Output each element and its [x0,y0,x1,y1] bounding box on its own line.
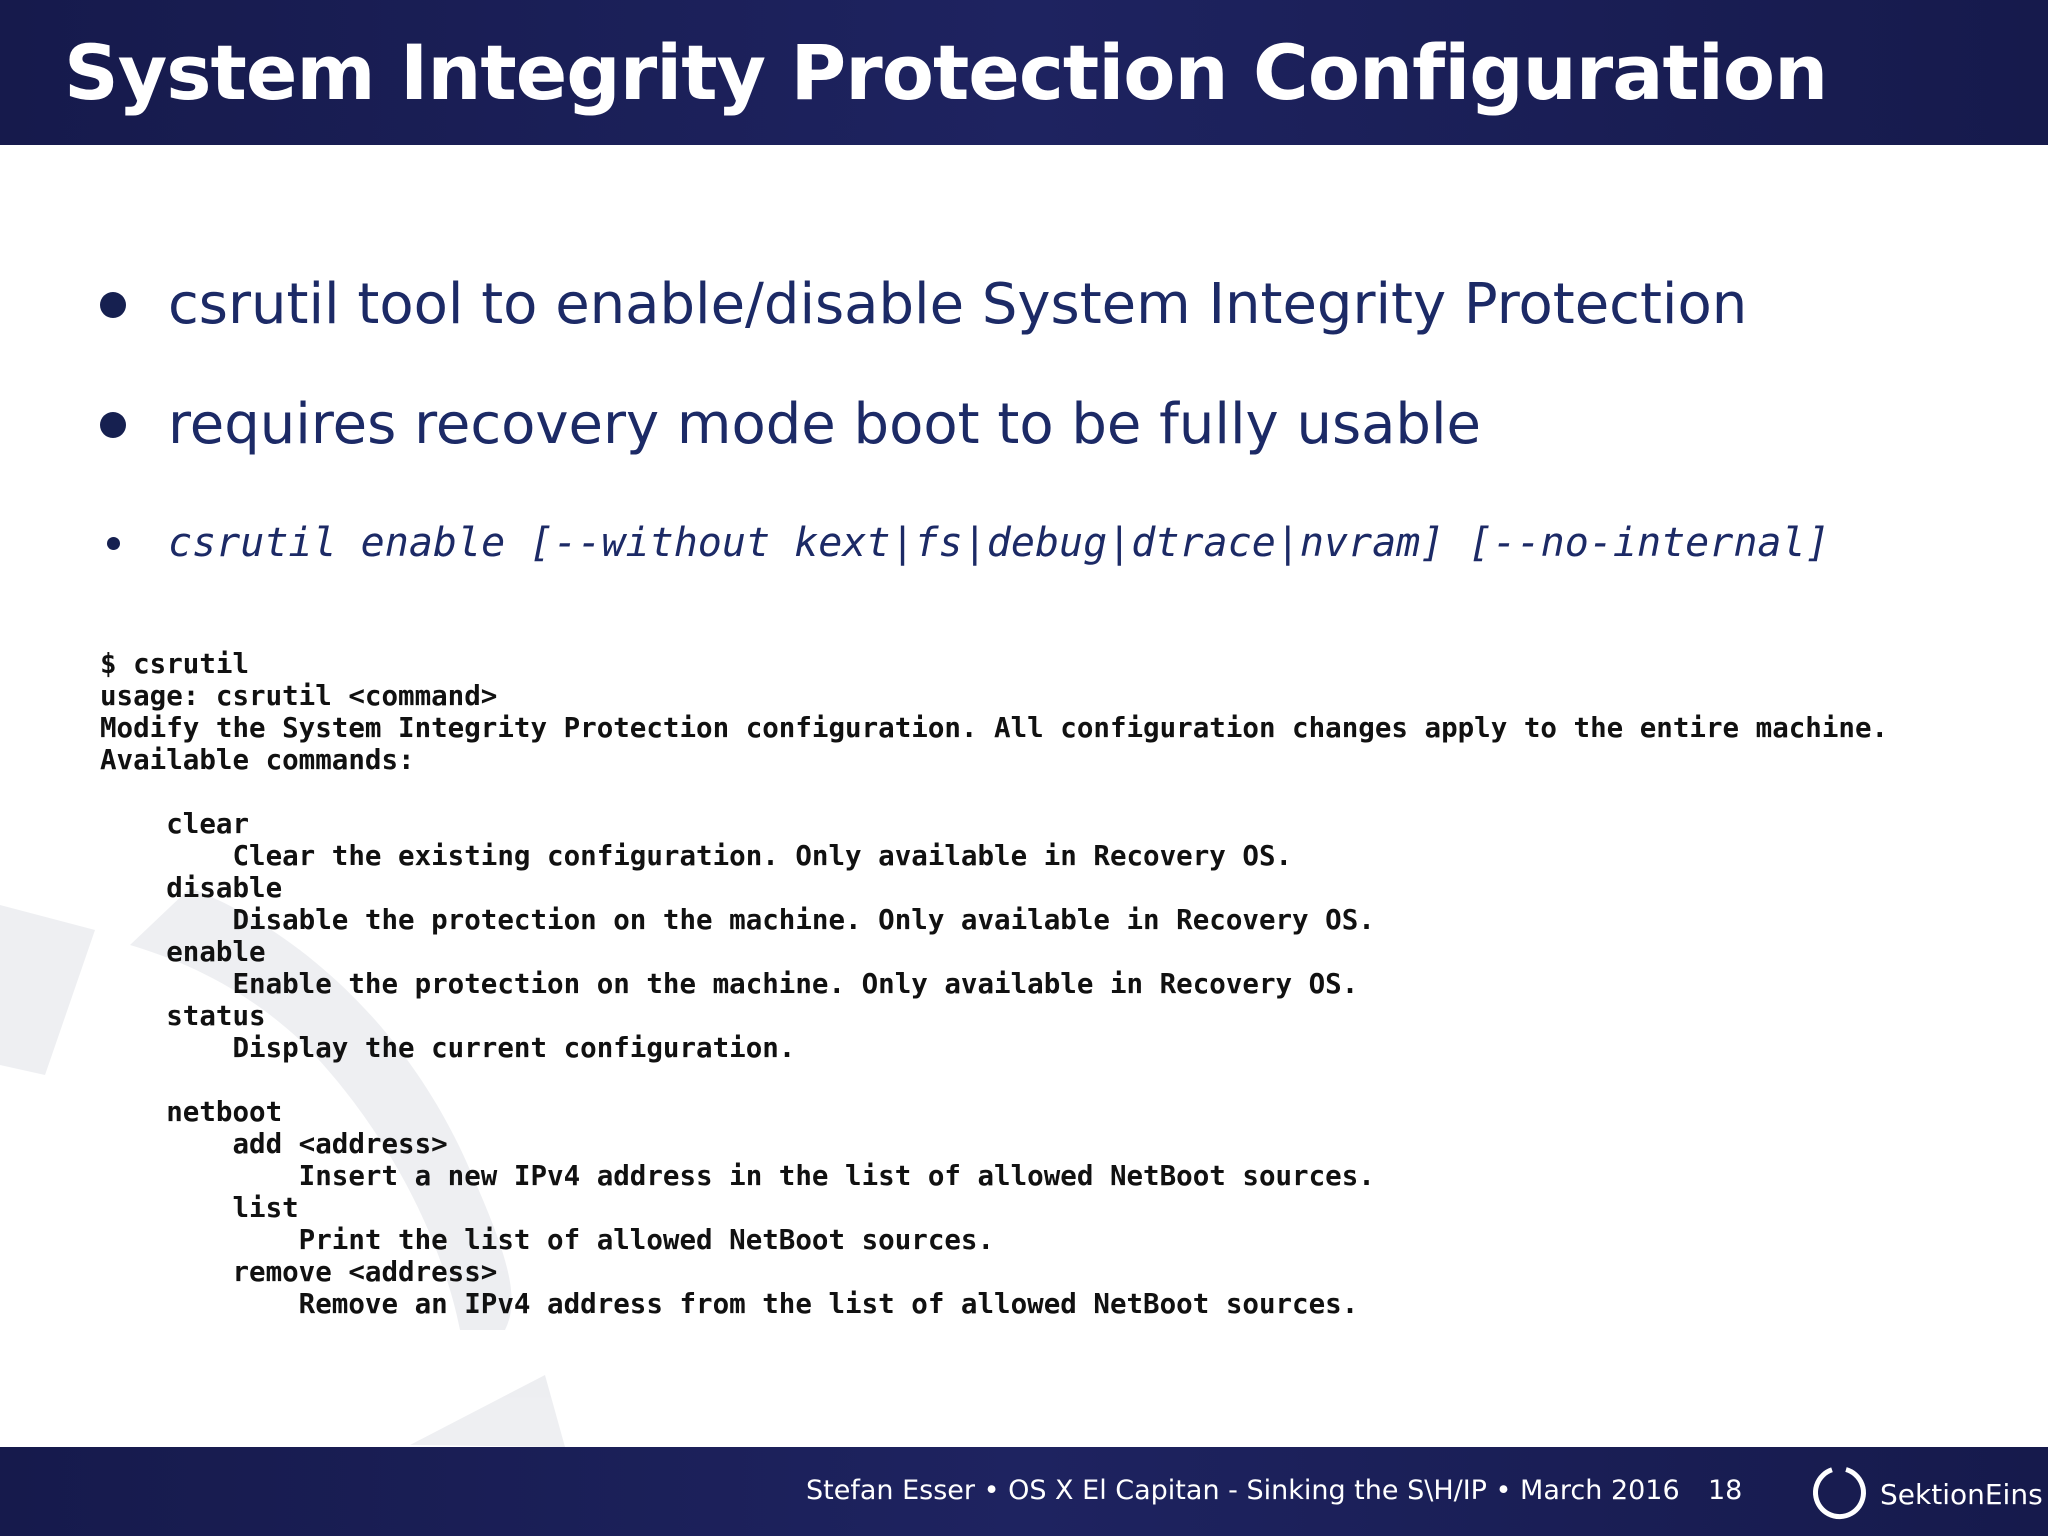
terminal-line: netboot [100,1096,283,1128]
terminal-line: clear [100,808,250,840]
terminal-line [100,1064,1888,1096]
terminal-line: Print the list of allowed NetBoot source… [100,1224,995,1256]
logo-wordmark: SektionEins [1880,1478,2043,1511]
bullet-text: csrutil tool to enable/disable System In… [168,272,1748,337]
terminal-line: remove <address> [100,1256,498,1288]
footer-bar: Stefan Esser • OS X El Capitan - Sinking… [0,1447,2048,1536]
terminal-line: enable [100,936,266,968]
terminal-line: disable [100,872,283,904]
sektioneins-ring-icon [1813,1467,1866,1520]
bullet-text: requires recovery mode boot to be fully … [168,392,1481,457]
command-syntax: csrutil enable [--without kext|fs|debug|… [168,520,1830,566]
terminal-line: usage: csrutil <command> [100,680,498,712]
title-bar: System Integrity Protection Configuratio… [0,0,2048,145]
terminal-line: Enable the protection on the machine. On… [100,968,1359,1000]
slide-title: System Integrity Protection Configuratio… [64,28,1828,117]
terminal-line: status [100,1000,266,1032]
bullet-dot-icon [107,537,120,550]
terminal-line: Available commands: [100,744,415,776]
sektioneins-logo: SektionEins [1810,1461,2043,1525]
terminal-line: Display the current configuration. [100,1032,796,1064]
terminal-line: Modify the System Integrity Protection c… [100,712,1889,744]
terminal-line: Remove an IPv4 address from the list of … [100,1288,1359,1320]
page-number: 18 [1708,1475,1743,1506]
terminal-line: Clear the existing configuration. Only a… [100,840,1293,872]
terminal-line: Insert a new IPv4 address in the list of… [100,1160,1375,1192]
bullet-dot-icon [100,412,126,438]
terminal-line: Disable the protection on the machine. O… [100,904,1375,936]
terminal-line: add <address> [100,1128,448,1160]
terminal-line: list [100,1192,299,1224]
bullet-dot-icon [100,292,126,318]
footer-credit: Stefan Esser • OS X El Capitan - Sinking… [806,1475,1680,1506]
terminal-line: $ csrutil [100,648,250,680]
terminal-line [100,776,1888,808]
